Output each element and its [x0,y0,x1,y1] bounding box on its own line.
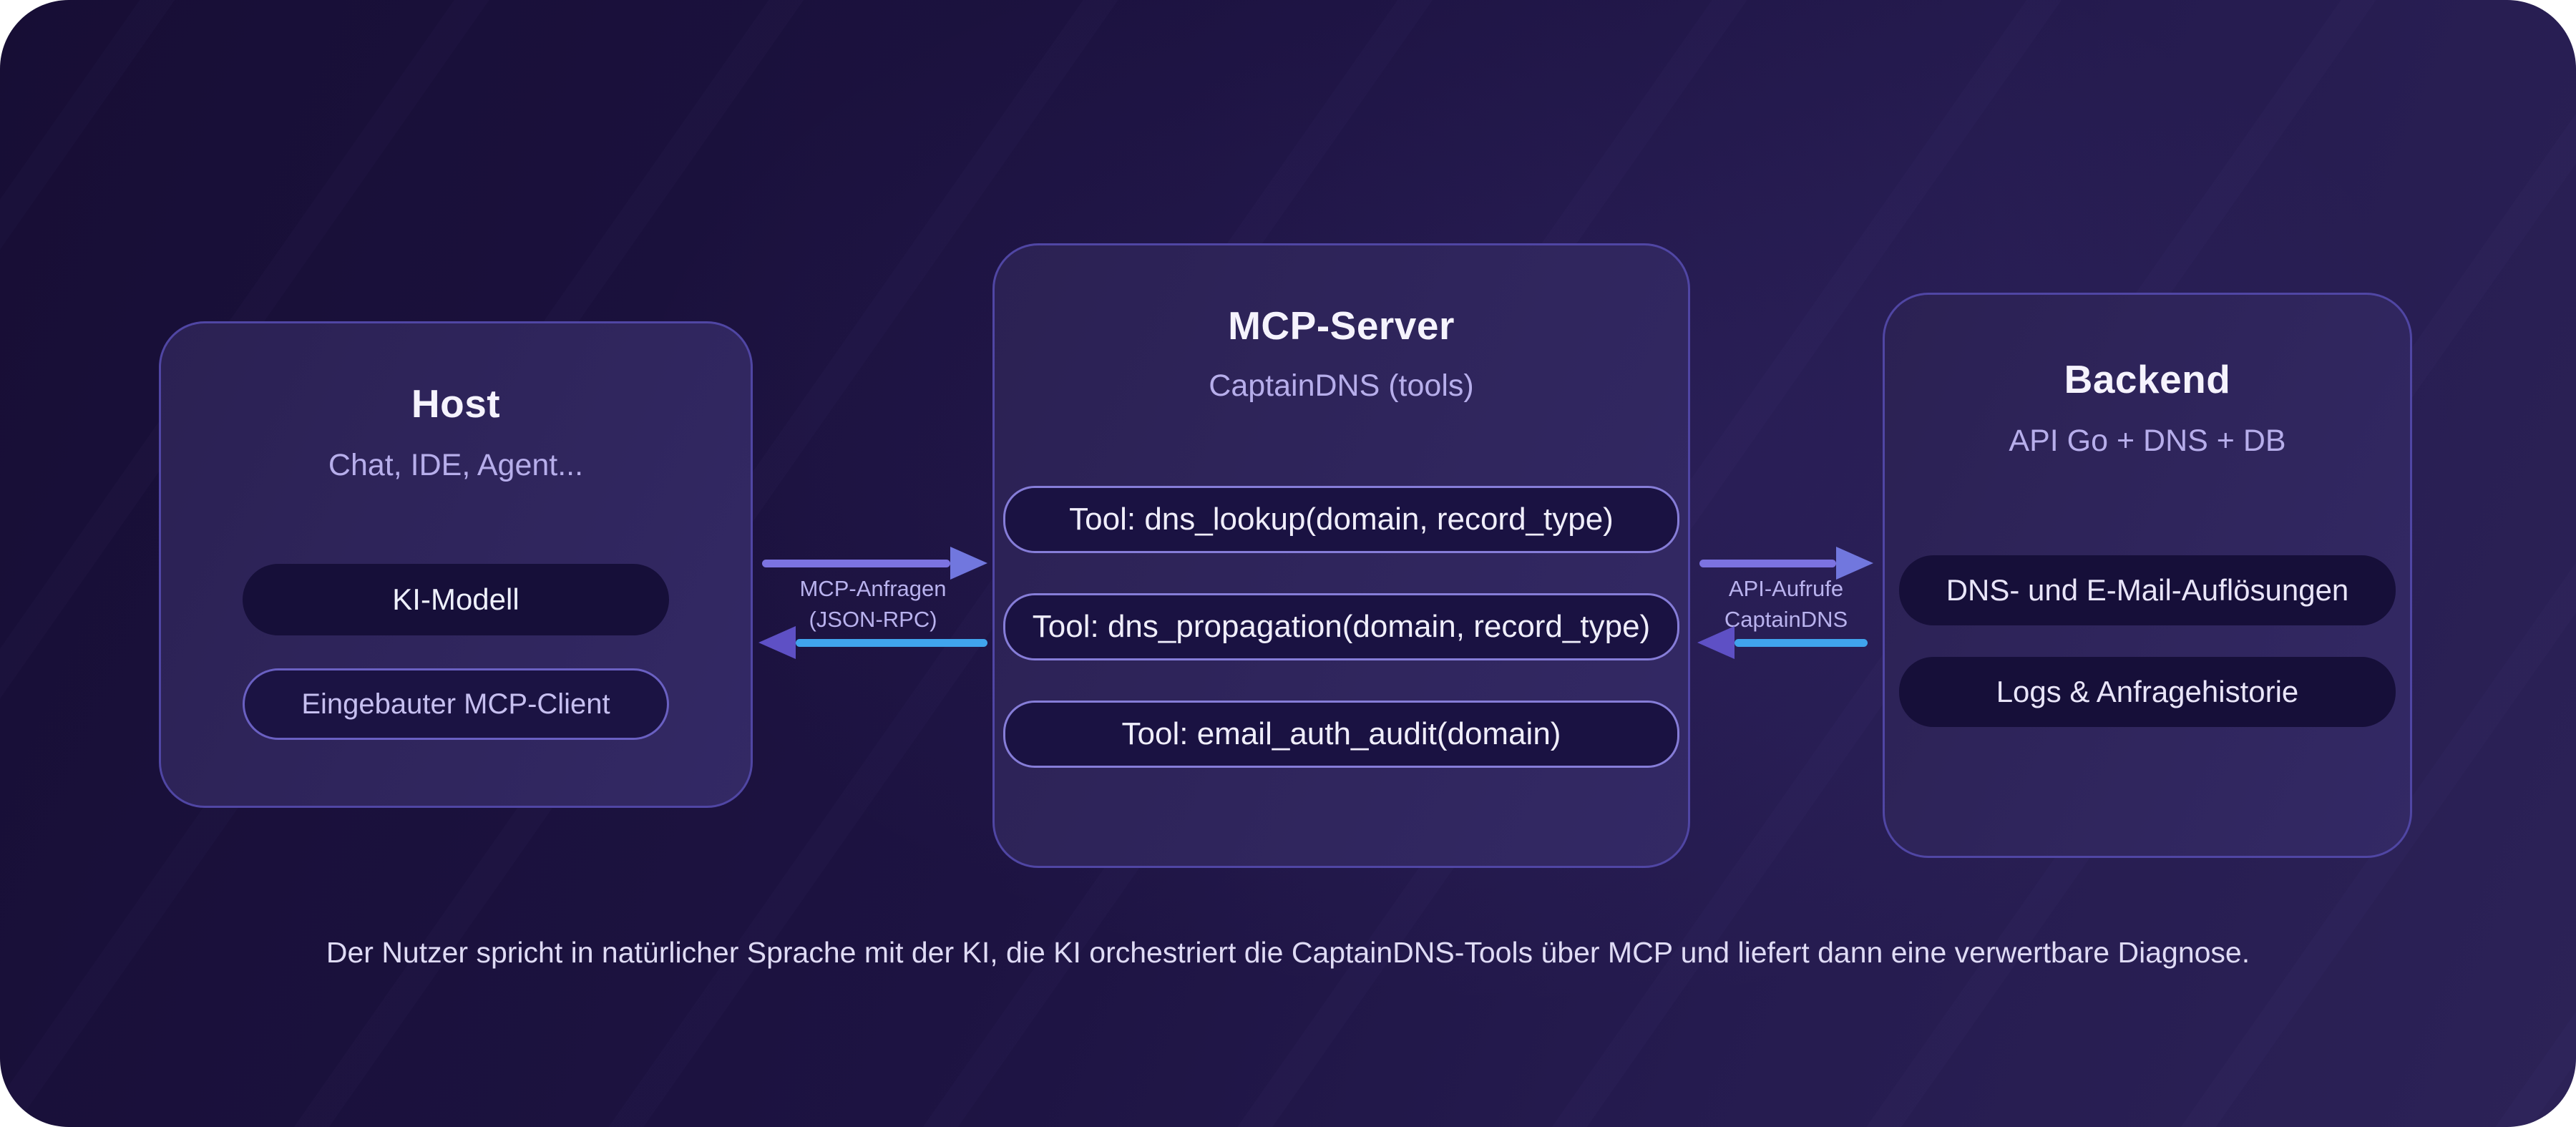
mcp-server-box: MCP-Server CaptainDNS (tools) Tool: dns_… [992,243,1690,868]
arrowhead-left-icon [758,626,796,659]
arrow-mcp-to-backend [1699,547,1873,580]
tool-pill-email-auth-audit: Tool: email_auth_audit(domain) [1003,701,1679,768]
tool-pill-dns-propagation: Tool: dns_propagation(domain, record_typ… [1003,593,1679,660]
arrow-mcp-to-host [758,626,987,659]
connection-mcp-backend: API-Aufrufe CaptainDNS [1689,530,1883,680]
connection-label-line1: MCP-Anfragen [799,576,947,601]
arrow-shaft [762,559,950,567]
host-title: Host [411,381,501,426]
arrow-host-to-mcp [762,547,987,580]
connection-host-mcp: MCP-Anfragen (JSON-RPC) [751,530,995,680]
mcp-server-title: MCP-Server [1228,303,1455,348]
backend-subtitle: API Go + DNS + DB [2009,424,2286,458]
connection-label-line2: (JSON-RPC) [809,607,937,632]
backend-box: Backend API Go + DNS + DB DNS- und E-Mai… [1883,293,2412,858]
host-subtitle: Chat, IDE, Agent... [328,448,584,482]
backend-pill-dns-email: DNS- und E-Mail-Auflösungen [1899,555,2396,625]
arrow-shaft [1735,638,1868,647]
connection-label-line2: CaptainDNS [1724,607,1848,632]
mcp-server-subtitle: CaptainDNS (tools) [1209,369,1474,403]
tool-pill-dns-lookup: Tool: dns_lookup(domain, record_type) [1003,486,1679,553]
arrowhead-right-icon [950,547,987,580]
arrow-shaft [796,638,987,647]
arrow-shaft [1699,559,1836,567]
arrowhead-left-icon [1697,626,1735,659]
backend-title: Backend [2064,357,2231,401]
backend-pill-logs: Logs & Anfragehistorie [1899,657,2396,727]
host-box: Host Chat, IDE, Agent... KI-Modell Einge… [159,321,753,808]
ki-modell-pill: KI-Modell [243,564,669,635]
connection-label-line1: API-Aufrufe [1728,576,1844,601]
arrowhead-right-icon [1836,547,1873,580]
diagram-caption: Der Nutzer spricht in natürlicher Sprach… [326,936,2250,969]
arrow-backend-to-mcp [1697,626,1868,659]
mcp-client-pill: Eingebauter MCP-Client [243,668,669,740]
